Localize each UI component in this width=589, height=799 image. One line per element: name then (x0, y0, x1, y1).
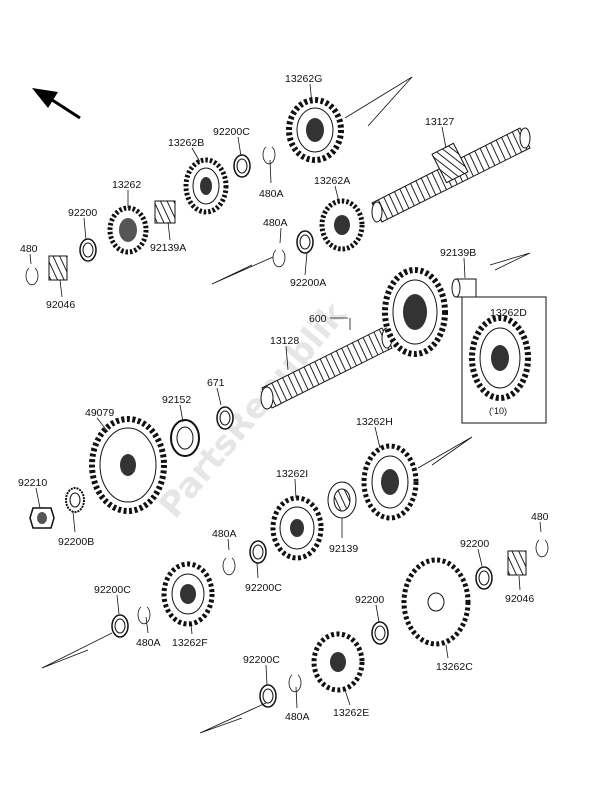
gear-13262D-installed (382, 267, 448, 357)
washer-92200A (296, 230, 314, 254)
washer-92200-top (79, 238, 97, 262)
label-92139B: 92139B (440, 247, 476, 259)
label-49079: 49079 (85, 407, 114, 419)
label-92046-b: 92046 (505, 593, 534, 605)
guide-lines (41, 76, 531, 734)
washer-92200C-mid (249, 540, 267, 564)
gear-13262G (286, 97, 344, 163)
label-13262B: 13262B (168, 137, 204, 149)
gear-13262E (311, 631, 365, 693)
label-480-b: 480 (531, 511, 549, 523)
circlip-480A-mid (272, 249, 286, 268)
circlip-480A-low (137, 606, 151, 625)
label-13127: 13127 (425, 116, 454, 128)
label-92046-a: 92046 (46, 299, 75, 311)
nut-92210 (29, 507, 55, 529)
label-600: 600 (309, 313, 327, 325)
label-92200C-d: 92200C (243, 654, 280, 666)
label-92210: 92210 (18, 477, 47, 489)
label-13262C: 13262C (436, 661, 473, 673)
circlip-480A-left (222, 557, 236, 576)
label-13262A: 13262A (314, 175, 350, 187)
gear-13262D (469, 315, 531, 401)
bearing-92139B (451, 278, 477, 298)
gear-13262 (107, 205, 149, 255)
variant-note: (‘10) (489, 406, 507, 416)
washer-92200C-top (233, 154, 251, 178)
label-13262E: 13262E (333, 707, 369, 719)
bearing-92139A (154, 200, 176, 224)
washer-671 (216, 406, 234, 430)
label-480A-b: 480A (263, 217, 288, 229)
label-92139: 92139 (329, 543, 358, 555)
label-480A-d: 480A (136, 637, 161, 649)
bearing-92152 (170, 419, 200, 457)
washer-92200C-bottom (259, 684, 277, 708)
gear-13262C (401, 557, 471, 647)
label-92152: 92152 (162, 394, 191, 406)
circlip-480A-bottom (288, 674, 302, 693)
label-13262G: 13262G (285, 73, 322, 85)
label-480A-e: 480A (285, 711, 310, 723)
washer-92200-bottom (371, 621, 389, 645)
label-13262H: 13262H (356, 416, 393, 428)
label-13262D: 13262D (490, 307, 527, 319)
gear-13262I (270, 495, 324, 561)
gear-13262H (361, 443, 419, 521)
label-13128: 13128 (270, 335, 299, 347)
label-92200-b: 92200 (460, 538, 489, 550)
circlip-480-left (25, 267, 39, 286)
label-671: 671 (207, 377, 225, 389)
gear-13262F (161, 561, 215, 627)
bearing-92139 (327, 481, 357, 519)
gear-13262B (183, 157, 229, 215)
label-480A-c: 480A (212, 528, 237, 540)
gear-49079 (89, 416, 167, 514)
bearing-92046-right (507, 550, 527, 576)
label-92200C-c: 92200C (94, 584, 131, 596)
label-92200B: 92200B (58, 536, 94, 548)
label-92200C-b: 92200C (245, 582, 282, 594)
label-92200C-a: 92200C (213, 126, 250, 138)
watermark: PartsRepublik (151, 294, 355, 526)
label-92200A: 92200A (290, 277, 326, 289)
bearing-92046-left (48, 255, 68, 281)
label-13262F: 13262F (172, 637, 208, 649)
washer-92200C-left (111, 614, 129, 638)
label-92200-a: 92200 (68, 207, 97, 219)
shaft-13127 (371, 127, 531, 223)
label-92200-c: 92200 (355, 594, 384, 606)
washer-92200-right (475, 566, 493, 590)
leader-lines (29, 83, 542, 709)
direction-arrow-icon (32, 88, 81, 120)
label-13262I: 13262I (276, 468, 308, 480)
circlip-480A-top (262, 146, 276, 165)
part-labels: 13262G 13127 92200C 13262B 13262A 480A 1… (18, 73, 549, 723)
washer-92200B (65, 487, 85, 513)
circlip-480-right (535, 539, 549, 558)
label-480-a: 480 (20, 243, 38, 255)
label-480A-a: 480A (259, 188, 284, 200)
label-92139A: 92139A (150, 242, 186, 254)
label-13262: 13262 (112, 179, 141, 191)
gear-13262A (319, 198, 365, 252)
